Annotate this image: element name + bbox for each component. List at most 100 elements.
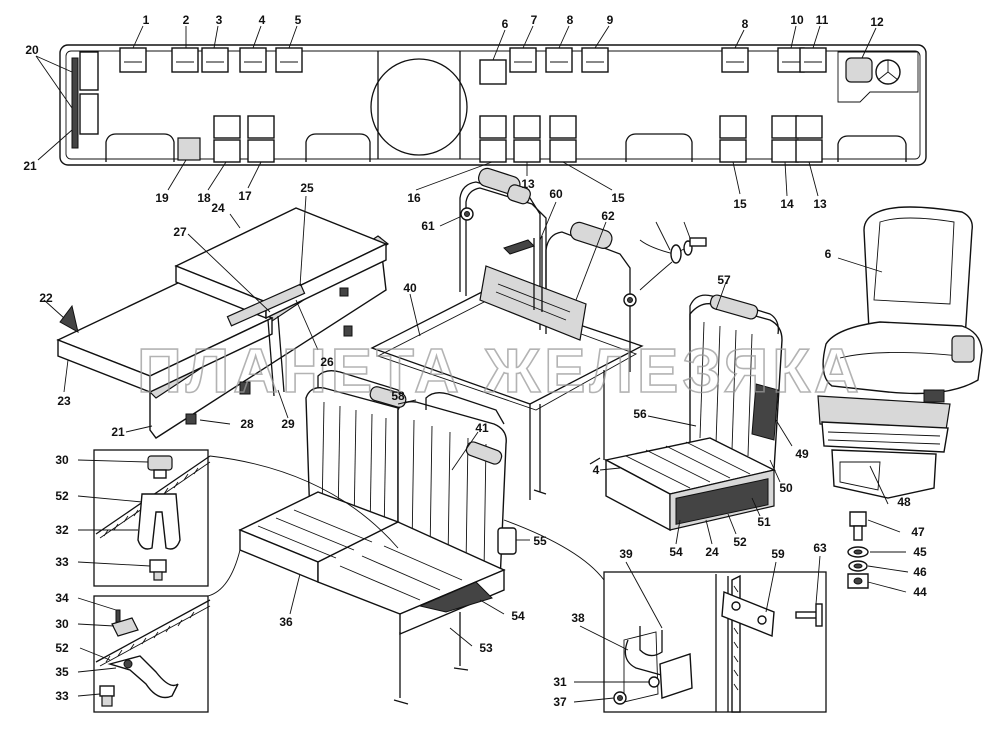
callout-label: 60 (549, 187, 563, 201)
callout-label: 48 (897, 495, 911, 509)
callout-label: 52 (55, 489, 69, 503)
frame-leaders (409, 201, 691, 337)
callout-label: 33 (55, 555, 69, 569)
callout-label: 51 (757, 515, 771, 529)
watermark: ПЛАНЕТА ЖЕЛЕЗЯКА (137, 337, 863, 406)
callout-label: 26 (320, 355, 334, 369)
double-bench-leaders (207, 399, 530, 647)
callout-label: 36 (279, 615, 293, 629)
bench-assembly (56, 207, 390, 439)
callout-label: 39 (619, 547, 633, 561)
callout-label: 21 (23, 159, 37, 173)
callout-label: 7 (531, 13, 538, 27)
callout-label: 40 (403, 281, 417, 295)
seat-row-top (119, 47, 827, 85)
callout-label: 31 (553, 675, 567, 689)
callout-label: 13 (813, 197, 827, 211)
callout-label: 11 (816, 13, 829, 27)
callout-label: 50 (779, 481, 793, 495)
callout-label: 3 (216, 13, 223, 27)
callout-label: 44 (913, 585, 927, 599)
callout-label: 47 (911, 525, 925, 539)
detail-box-upper (93, 449, 211, 587)
callout-label: 30 (55, 453, 69, 467)
rear-door (71, 57, 79, 149)
rear-seat-top (79, 51, 99, 91)
bracket-59 (721, 590, 775, 638)
callout-label: 22 (39, 291, 53, 305)
callout-label: 15 (611, 191, 625, 205)
seat-row-bottom (105, 115, 907, 163)
callout-label: 54 (511, 609, 525, 623)
callout-labels: 1 2 3 4 5 6 7 8 9 8 10 11 12 20 21 19 18… (23, 13, 927, 709)
seat-frame-assembly (370, 167, 707, 500)
callout-label: 41 (475, 421, 489, 435)
floor-plan-leaders (35, 25, 877, 197)
callout-label: 57 (717, 273, 731, 287)
callout-label: 54 (669, 545, 683, 559)
rear-seat-bottom (79, 93, 99, 135)
callout-label: 27 (173, 225, 187, 239)
callout-label: 1 (143, 13, 150, 27)
callout-label: 38 (571, 611, 585, 625)
driver-seat (817, 206, 983, 589)
callout-label: 35 (55, 665, 69, 679)
callout-label: 49 (795, 447, 809, 461)
callout-label: 28 (240, 417, 254, 431)
callout-label: 34 (55, 591, 69, 605)
callout-label: 45 (913, 545, 927, 559)
callout-label: 5 (295, 13, 302, 27)
callout-label: 21 (111, 425, 125, 439)
driver-seat-leaders (837, 257, 909, 593)
callout-label: 23 (57, 394, 71, 408)
callout-label: 56 (633, 407, 647, 421)
bench-leaders (43, 195, 319, 433)
callout-label: 58 (391, 389, 405, 403)
callout-label: 2 (183, 13, 190, 27)
callout-label: 24 (705, 545, 719, 559)
callout-label: 13 (521, 177, 535, 191)
callout-label: 62 (601, 209, 615, 223)
mount-plate-62 (479, 265, 587, 341)
turntable-circle (370, 58, 468, 156)
callout-label: 25 (300, 181, 314, 195)
seat-corner-22 (59, 304, 79, 333)
callout-label: 59 (771, 547, 785, 561)
detail-box-clamp (603, 571, 827, 713)
detail-box-upper-leaders (77, 459, 151, 567)
callout-label: 17 (238, 189, 252, 203)
callout-label: 6 (825, 247, 832, 261)
bus-floor-plan (59, 44, 927, 166)
detail-box-lower (93, 595, 211, 713)
callout-label: 37 (553, 695, 567, 709)
callout-label: 14 (780, 197, 794, 211)
callout-label: 63 (813, 541, 827, 555)
callout-label: 32 (55, 523, 69, 537)
callout-label: 53 (479, 641, 493, 655)
callout-label: 19 (155, 191, 169, 205)
callout-label: 52 (733, 535, 747, 549)
callout-label: 8 (567, 13, 574, 27)
callout-label: 52 (55, 641, 69, 655)
detail-box-lower-leaders (77, 597, 117, 697)
folding-seat (603, 294, 783, 532)
detail-box-clamp-leaders (503, 519, 821, 703)
callout-label: 6 (502, 17, 509, 31)
callout-label: 24 (211, 201, 225, 215)
callout-label: 16 (407, 191, 421, 205)
callout-label: 29 (281, 417, 295, 431)
callout-label: 10 (790, 13, 804, 27)
callout-label: 46 (913, 565, 927, 579)
callout-label: 4 (259, 13, 266, 27)
double-bench (238, 370, 517, 705)
callout-label: 12 (870, 15, 884, 29)
callout-label: 61 (421, 219, 435, 233)
folding-seat-leaders (599, 281, 793, 545)
callout-label: 9 (607, 13, 614, 27)
callout-label: 8 (742, 17, 749, 31)
callout-label: 30 (55, 617, 69, 631)
callout-label: 4 (593, 463, 600, 477)
callout-label: 18 (197, 191, 211, 205)
